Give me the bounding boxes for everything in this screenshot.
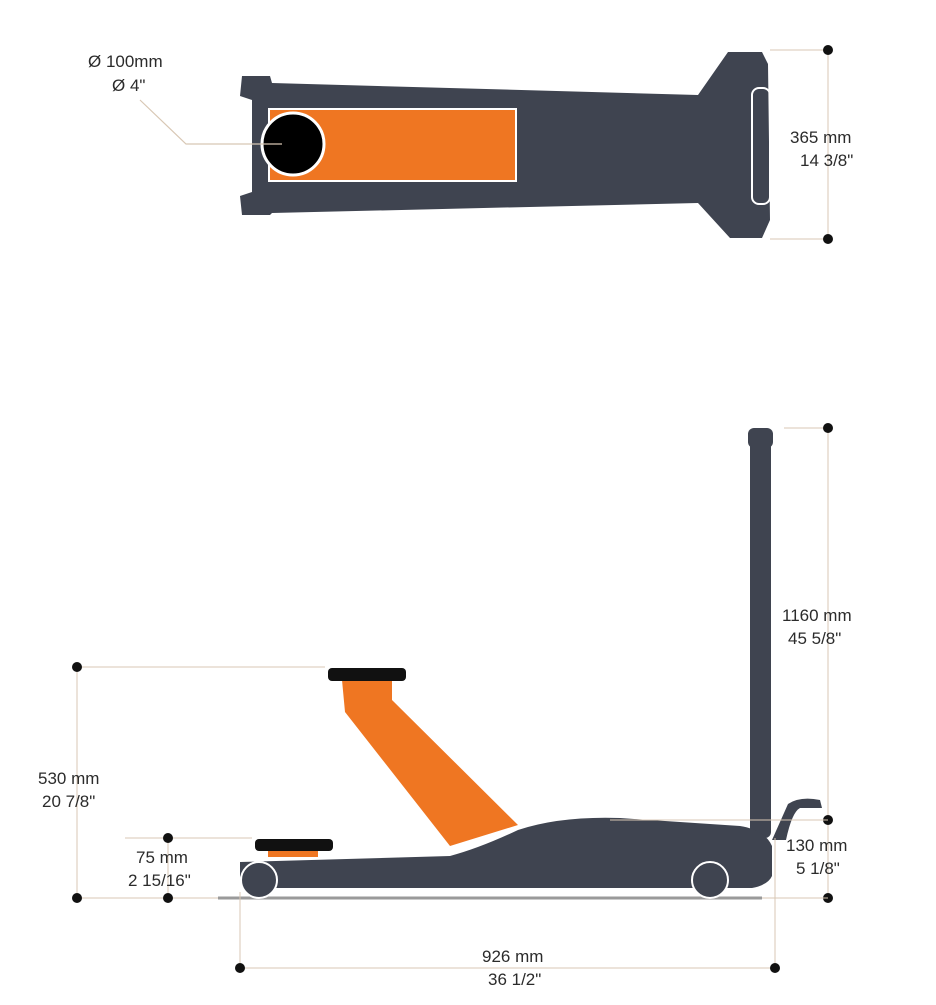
- raised-saddle: [328, 668, 406, 681]
- min-dim-dot-bottom: [163, 893, 173, 903]
- width-in-label: 14 3/8": [800, 151, 853, 170]
- min-dim-dot-top: [163, 833, 173, 843]
- max-lift-mm-label: 530 mm: [38, 769, 99, 788]
- length-mm-label: 926 mm: [482, 947, 543, 966]
- lift-arm: [342, 680, 518, 846]
- diameter-mm-label: Ø 100mm: [88, 52, 163, 71]
- length-dim-dot-right: [770, 963, 780, 973]
- min-height-in-label: 2 15/16": [128, 871, 191, 890]
- low-saddle-stem: [268, 849, 318, 857]
- min-height-mm-label: 75 mm: [136, 848, 188, 867]
- lift-dim-dot-bottom: [72, 893, 82, 903]
- handle-height-mm-label: 1160 mm: [782, 606, 852, 625]
- diameter-leader-line: [139, 99, 282, 145]
- lowered-saddle: [255, 839, 333, 851]
- handle-cap: [748, 428, 773, 448]
- length-in-label: 36 1/2": [488, 970, 541, 989]
- handle-height-in-label: 45 5/8": [788, 629, 841, 648]
- frame-height-mm-label: 130 mm: [786, 836, 847, 855]
- top-handle-socket: [751, 87, 771, 205]
- front-wheel: [240, 861, 278, 899]
- diameter-in-label: Ø 4": [112, 76, 145, 95]
- handle-dim-dot-top: [823, 423, 833, 433]
- width-dim-dot-top: [823, 45, 833, 55]
- width-dim-dot-bottom: [823, 234, 833, 244]
- chassis-body: [240, 817, 772, 888]
- foot-pedal: [772, 798, 822, 840]
- top-view: Ø 100mm Ø 4" 365 mm 14 3/8": [88, 45, 853, 244]
- max-lift-in-label: 20 7/8": [42, 792, 95, 811]
- length-dim-dot-left: [235, 963, 245, 973]
- jack-handle: [750, 428, 771, 838]
- side-view: 1160 mm 45 5/8" 130 mm 5 1/8" 530 mm 20 …: [38, 423, 852, 989]
- rear-wheel: [691, 861, 729, 899]
- lift-dim-dot-top: [72, 662, 82, 672]
- width-mm-label: 365 mm: [790, 128, 851, 147]
- frame-height-in-label: 5 1/8": [796, 859, 840, 878]
